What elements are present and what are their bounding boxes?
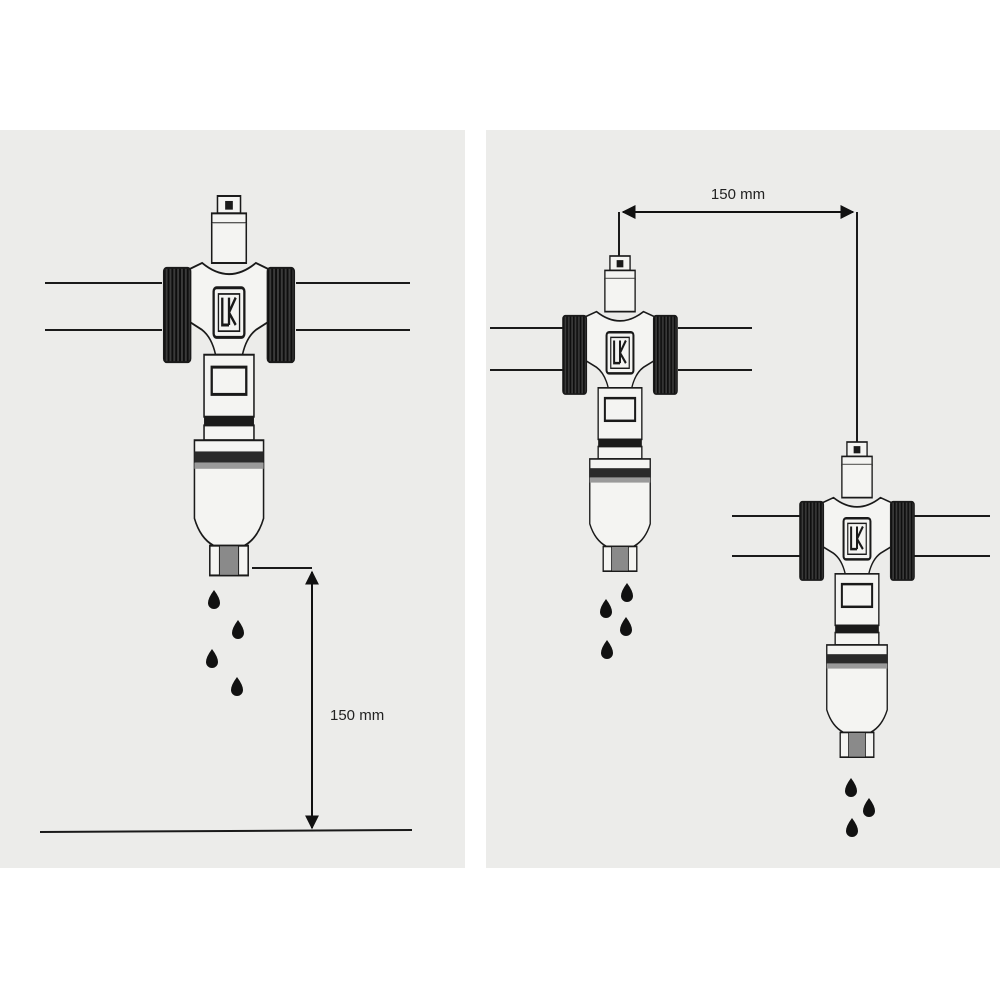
- dimension-arrow-icon: [252, 567, 319, 830]
- right-dimension-label: 150 mm: [711, 186, 765, 203]
- right-lower-pipe: [732, 515, 990, 557]
- left-panel: 150 mm: [0, 130, 465, 868]
- left-dimension-label: 150 mm: [330, 707, 384, 724]
- right-upper-pipe: [490, 327, 752, 371]
- right-panel: 150 mm: [486, 130, 1000, 868]
- left-pipe: [45, 282, 410, 331]
- right-panel-background: [486, 130, 1000, 868]
- floor-line: [39, 829, 413, 833]
- dimension-arrow-icon: [618, 205, 858, 442]
